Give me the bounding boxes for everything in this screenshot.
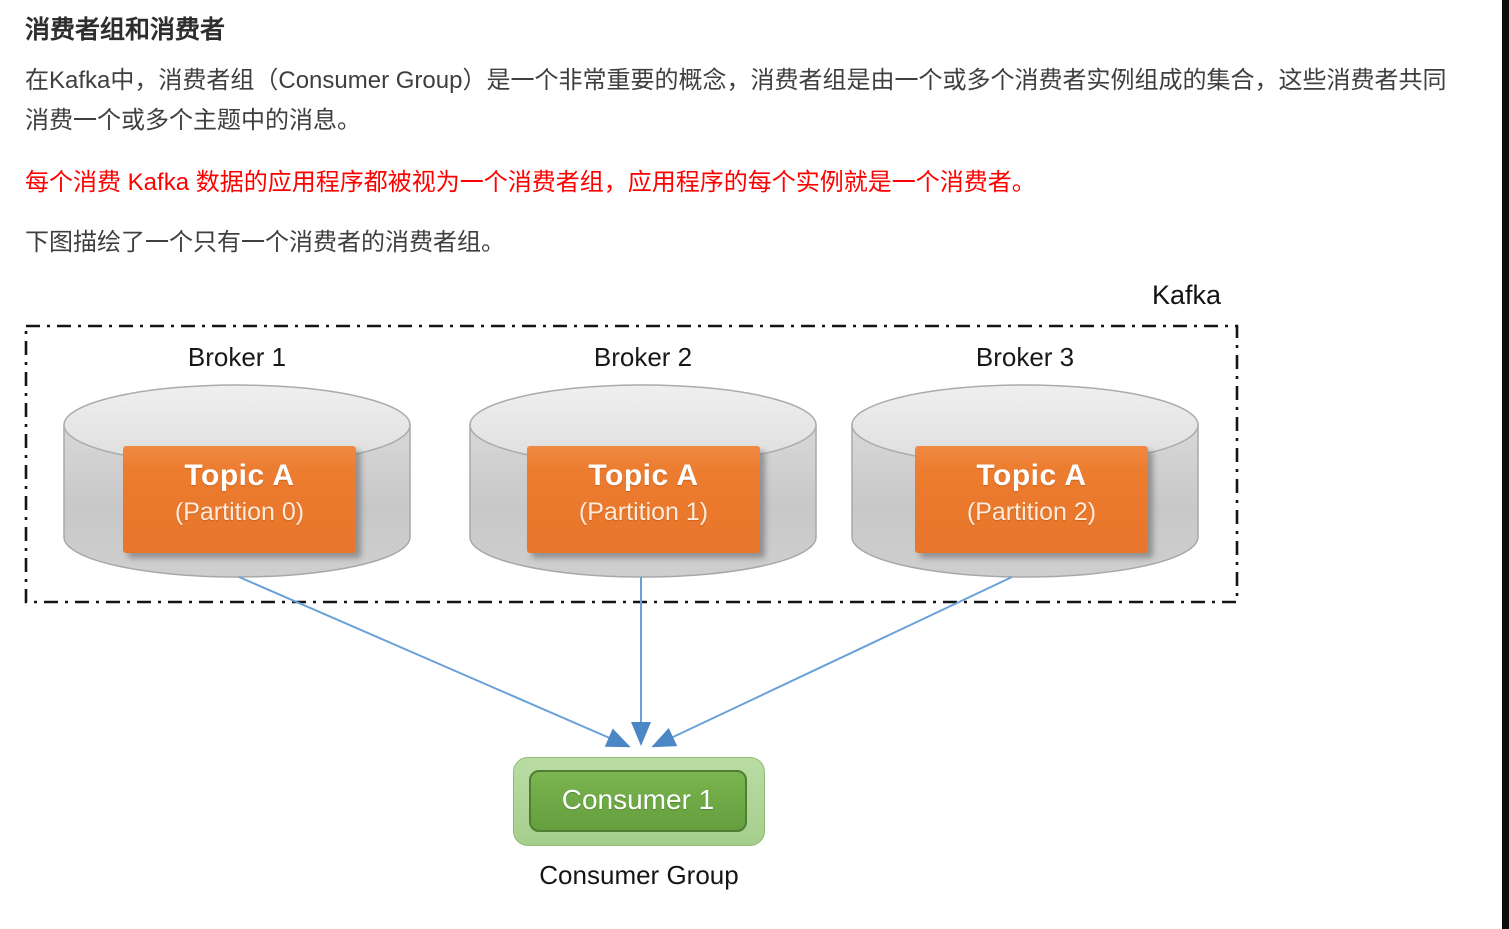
consumer-node-outer: Consumer 1 <box>513 757 765 846</box>
topic-partition1-subtitle: (Partition 1) <box>578 498 709 526</box>
broker1-label: Broker 1 <box>187 342 287 372</box>
topic-partition0-title: Topic A <box>184 459 295 492</box>
consumer-group-label: Consumer Group <box>539 860 739 890</box>
topic-partition0-subtitle: (Partition 0) <box>174 498 305 526</box>
paragraph-highlight-red: 每个消费 Kafka 数据的应用程序都被视为一个消费者组，应用程序的每个实例就是… <box>25 169 1036 196</box>
topic-partition2-title: Topic A <box>976 459 1087 492</box>
topic-partition2-box: Topic A (Partition 2) <box>915 446 1148 553</box>
consumer-node: Consumer 1 <box>529 770 747 832</box>
topic-partition2-subtitle: (Partition 2) <box>966 498 1097 526</box>
background-window-edge <box>1502 0 1509 929</box>
topic-partition1-title: Topic A <box>588 459 699 492</box>
kafka-cluster-label: Kafka <box>1152 280 1222 310</box>
broker2-label: Broker 2 <box>593 342 693 372</box>
topic-partition1-box: Topic A (Partition 1) <box>527 446 760 553</box>
paragraph-caption: 下图描绘了一个只有一个消费者的消费者组。 <box>25 229 505 256</box>
arrow-broker3-to-consumer <box>651 576 1013 748</box>
paragraph-intro: 在Kafka中，消费者组（Consumer Group）是一个非常重要的概念，消… <box>25 67 1447 134</box>
topic-partition0-box: Topic A (Partition 0) <box>123 446 356 553</box>
page-title: 消费者组和消费者 <box>25 16 226 44</box>
arrow-broker1-to-consumer <box>238 576 631 748</box>
broker3-label: Broker 3 <box>975 342 1075 372</box>
